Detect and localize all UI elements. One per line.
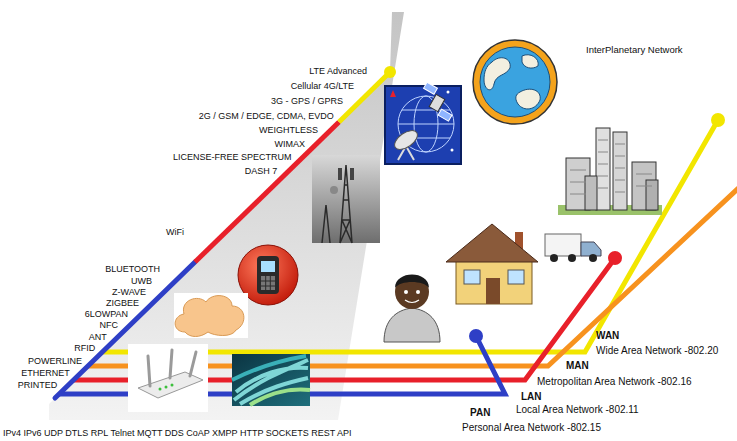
wan-line — [102, 120, 718, 352]
person-eye — [404, 290, 408, 294]
technology-label: Cellular 4G/LTE — [291, 82, 354, 92]
phone-keys — [261, 276, 275, 290]
router-led — [165, 386, 168, 389]
technology-label: BLUETOOTH — [105, 265, 160, 275]
satellite-star — [447, 91, 450, 94]
satellite-body — [429, 94, 445, 111]
truck-wheel — [568, 254, 576, 262]
technology-label: ANT — [89, 333, 107, 343]
person-hair — [395, 275, 429, 289]
cable — [234, 360, 308, 404]
satellite-dish — [391, 127, 420, 153]
network-abbreviation: WAN — [596, 330, 619, 341]
network-name: Local Area Network -802.11 — [516, 404, 639, 415]
tower-photo — [312, 155, 380, 243]
house-roof — [446, 224, 538, 262]
technology-label: WEIGHTLESS — [259, 126, 318, 136]
technology-label: UWB — [131, 277, 152, 287]
satellite-icon — [385, 86, 461, 164]
truck-box — [545, 234, 581, 256]
network-label: InterPlanetary Network — [586, 45, 683, 55]
long-range-line — [339, 72, 390, 122]
building — [646, 180, 658, 210]
router-antenna — [148, 350, 196, 386]
globe-land — [522, 55, 538, 68]
truck-wheel — [550, 254, 558, 262]
protocol-list: IPv4 IPv6 UDP DTLS RPL Telnet MQTT DDS C… — [3, 429, 352, 439]
phone-body — [257, 256, 279, 294]
technology-label: NFC — [100, 321, 119, 331]
person-eye — [416, 290, 420, 294]
globe-ring — [473, 40, 557, 124]
technology-label: LTE Advanced — [309, 67, 367, 77]
pan-end-dot — [469, 329, 483, 343]
cable — [232, 356, 306, 380]
tower-dish — [330, 186, 338, 194]
cable — [250, 390, 310, 405]
technology-label: RFID — [74, 344, 95, 354]
technology-label: LICENSE-FREE SPECTRUM — [173, 153, 292, 163]
person-mouth — [405, 300, 419, 303]
network-abbreviation: PAN — [470, 407, 490, 418]
technology-label: 6LOWPAN — [85, 310, 128, 320]
globe-land — [484, 58, 510, 90]
house-door — [486, 278, 500, 304]
building — [585, 176, 597, 210]
technology-label: PRINTED — [18, 381, 58, 391]
truck-wheel — [589, 254, 597, 262]
house-window — [464, 270, 480, 284]
satellite-star — [451, 149, 454, 152]
technology-label: DASH 7 — [245, 167, 278, 177]
technology-label: 2G / GSM / EDGE, CDMA, EVDO — [199, 112, 334, 122]
cloud-icon — [175, 296, 244, 337]
coverage-wedge — [49, 12, 404, 420]
phone-keypad — [261, 276, 275, 290]
cloud-backdrop — [174, 293, 248, 338]
technology-label: ZIGBEE — [106, 299, 139, 309]
cable-photo — [232, 354, 310, 406]
satellite-panel — [438, 109, 452, 121]
tower-antenna — [350, 168, 354, 180]
phone-screen — [261, 261, 275, 272]
tower-lattice — [322, 165, 352, 243]
router-backdrop — [128, 344, 208, 412]
long-range-end-dot — [384, 66, 396, 78]
house-window — [508, 270, 524, 284]
network-abbreviation: MAN — [566, 360, 589, 371]
satellite-star — [390, 90, 396, 97]
globe-land — [516, 89, 540, 109]
network-name: Personal Area Network -802.15 — [462, 422, 601, 433]
technology-label: Z-WAVE — [112, 288, 146, 298]
person-shirt — [384, 308, 440, 342]
house-wall — [456, 260, 532, 304]
technology-label: WIMAX — [274, 140, 305, 150]
network-name: Wide Area Network -802.20 — [596, 345, 718, 356]
technology-label: 3G - GPS / GPRS — [271, 97, 343, 107]
tower-antenna — [338, 168, 342, 180]
network-abbreviation: LAN — [521, 391, 542, 402]
person-face — [395, 275, 429, 309]
building-windows — [570, 140, 652, 194]
globe-sea — [480, 47, 550, 117]
router-led — [159, 388, 162, 391]
network-name: Metropolitan Area Network -802.16 — [537, 376, 692, 387]
satellite-panel — [424, 82, 438, 94]
router-led — [171, 384, 174, 387]
technology-label: WiFi — [166, 228, 184, 238]
technology-label: ETHERNET — [21, 369, 70, 379]
lan-end-dot — [608, 251, 622, 265]
wan-end-dot — [711, 113, 725, 127]
truck-cab — [581, 242, 601, 256]
technology-label: POWERLINE — [28, 357, 82, 367]
